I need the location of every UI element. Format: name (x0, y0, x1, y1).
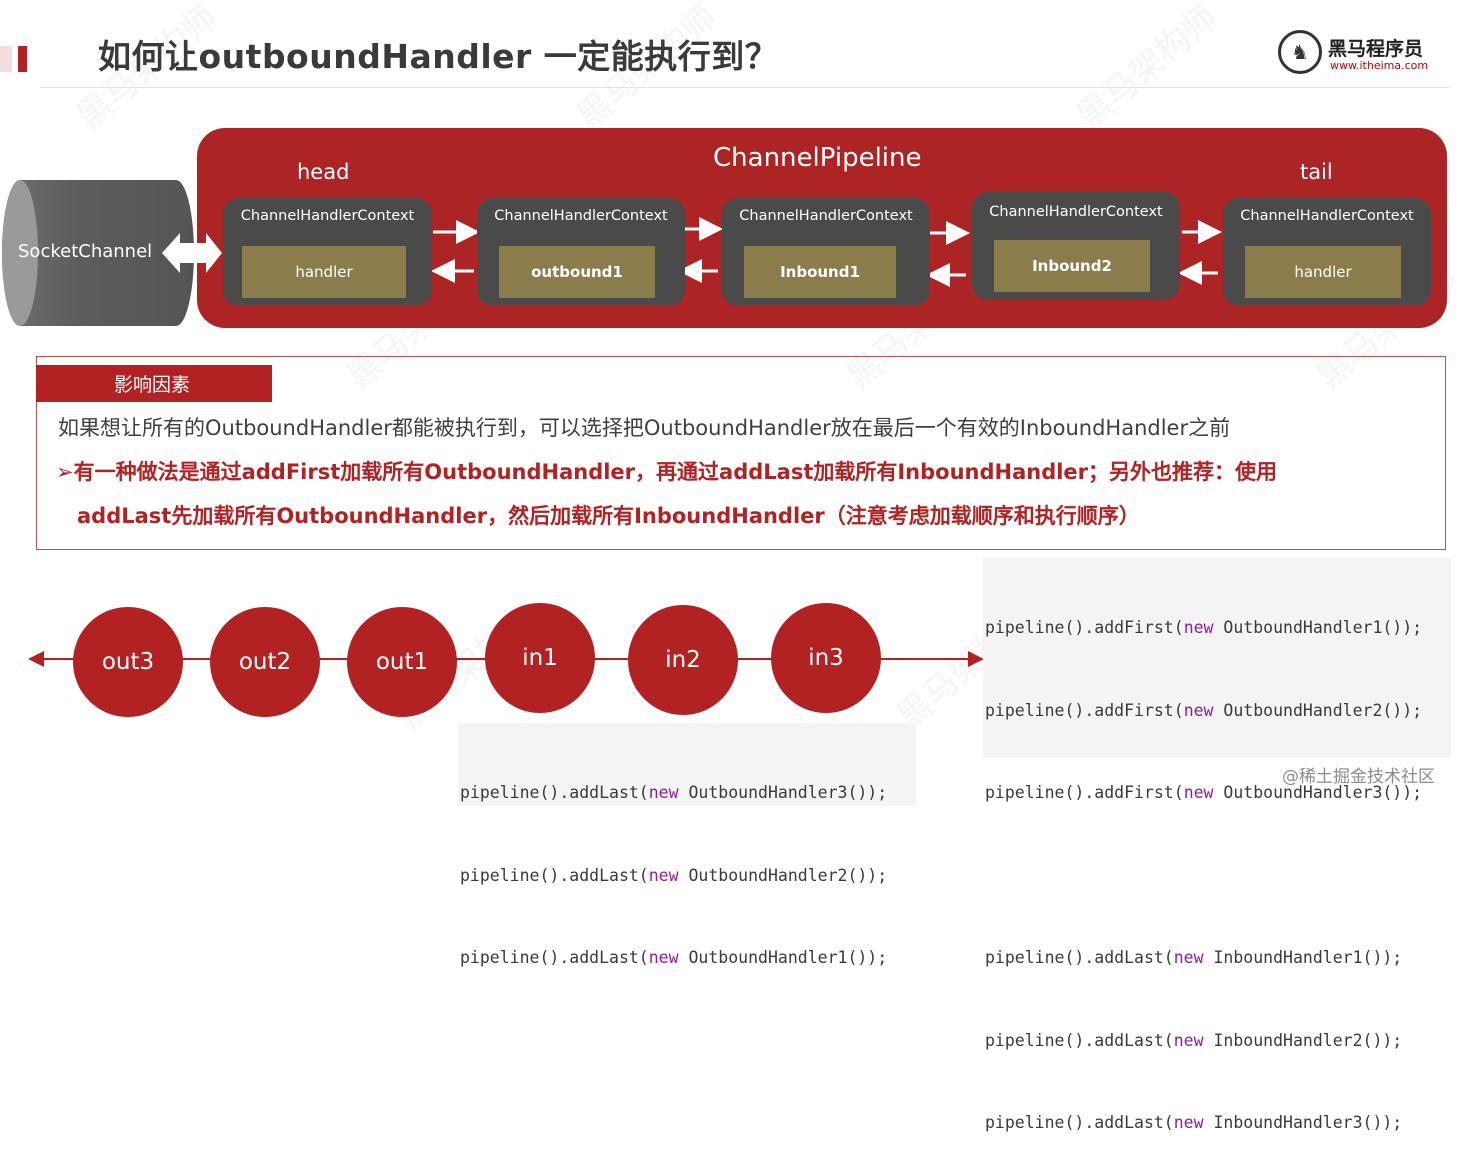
logo-url: www.itheima.com (1330, 59, 1429, 72)
chain-node: in1 (485, 603, 595, 713)
chain-node: out1 (347, 607, 457, 717)
double-arrow-icon (162, 233, 222, 273)
pipeline-arrows (28, 217, 1222, 667)
code-block-addfirst: pipeline().addFirst(new OutboundHandler1… (983, 558, 1451, 1132)
code-block-addlast: pipeline().addLast(new OutboundHandler3(… (458, 723, 916, 967)
handler-box: Inbound2 (994, 240, 1150, 292)
code-keyword: new (648, 948, 679, 967)
code-keyword: new (1183, 618, 1214, 637)
handler-box: handler (1245, 246, 1401, 298)
handler-box: Inbound1 (744, 246, 896, 298)
handler-box: handler (242, 246, 406, 298)
chain-node: out3 (73, 607, 183, 717)
code-text: OutboundHandler2()); (678, 865, 888, 885)
code-text: InboundHandler2()); (1203, 1030, 1403, 1050)
chain-node: out2 (210, 607, 320, 717)
context-inbound2: ChannelHandlerContext Inbound2 (972, 192, 1180, 300)
context-label: ChannelHandlerContext (494, 208, 668, 224)
code-line: pipeline().addFirst(new OutboundHandler1… (985, 614, 1451, 642)
socket-channel-cylinder (2, 180, 194, 326)
factor-recommendation-line: ➢有一种做法是通过addFirst加载所有OutboundHandler，再通过… (56, 460, 1278, 484)
code-line: pipeline().addLast(new InboundHandler1()… (985, 944, 1451, 972)
head-label: head (297, 160, 350, 184)
code-keyword: new (648, 865, 679, 885)
title-decoration (0, 46, 12, 72)
code-text: OutboundHandler1()); (678, 948, 888, 967)
pipeline-title: ChannelPipeline (713, 143, 922, 173)
socket-channel-label: SocketChannel (18, 241, 153, 262)
context-inbound1: ChannelHandlerContext Inbound1 (722, 198, 930, 306)
chain-node: in3 (771, 603, 881, 713)
code-text: pipeline().addFirst( (985, 618, 1184, 637)
code-text: pipeline().addFirst( (985, 783, 1184, 802)
code-text: InboundHandler1()); (1203, 948, 1403, 967)
context-outbound1: ChannelHandlerContext outbound1 (477, 198, 685, 306)
code-line: pipeline().addFirst(new OutboundHandler2… (985, 697, 1451, 725)
handler-box: outbound1 (499, 246, 655, 298)
title-divider (40, 87, 1450, 88)
factors-box (36, 356, 1446, 550)
code-keyword: new (648, 783, 679, 802)
chain-node: in2 (628, 605, 738, 715)
context-label: ChannelHandlerContext (240, 208, 415, 224)
context-head: ChannelHandlerContext handler (223, 198, 432, 306)
code-keyword: new (1183, 700, 1214, 720)
code-text: OutboundHandler1()); (1213, 618, 1423, 637)
code-text: pipeline().addLast( (460, 783, 649, 802)
code-text: OutboundHandler2()); (1213, 700, 1423, 720)
context-label: ChannelHandlerContext (739, 208, 913, 224)
code-line: pipeline().addLast(new InboundHandler2()… (985, 1027, 1451, 1055)
code-line (985, 862, 1451, 890)
code-text: InboundHandler3()); (1203, 1113, 1403, 1132)
brand-logo: ♞ 黑马程序员 www.itheima.com (1278, 30, 1448, 76)
code-keyword: new (1183, 783, 1214, 802)
cylinder-cap (2, 180, 38, 326)
code-text: pipeline().addLast( (985, 1030, 1174, 1050)
context-label: ChannelHandlerContext (1240, 208, 1414, 224)
code-text: pipeline().addFirst( (985, 700, 1184, 720)
context-tail: ChannelHandlerContext handler (1223, 198, 1431, 306)
logo-name: 黑马程序员 (1328, 38, 1424, 60)
factors-tab: 影响因素 (36, 365, 272, 402)
code-text: pipeline().addLast( (985, 948, 1174, 967)
code-text: OutboundHandler3()); (678, 783, 888, 802)
code-line: pipeline().addFirst(new OutboundHandler3… (985, 779, 1451, 807)
code-keyword: new (1173, 948, 1204, 967)
code-text: pipeline().addLast( (985, 1113, 1174, 1132)
code-text: pipeline().addLast( (460, 865, 649, 885)
code-line: pipeline().addLast(new OutboundHandler2(… (460, 862, 916, 890)
factor-text-line: 如果想让所有的OutboundHandler都能被执行到，可以选择把Outbou… (58, 416, 1231, 440)
code-line: pipeline().addLast(new OutboundHandler3(… (460, 779, 916, 807)
code-keyword: new (1173, 1113, 1204, 1132)
factor-recommendation-line: addLast先加载所有OutboundHandler，然后加载所有Inboun… (77, 504, 1140, 528)
horse-logo-icon: ♞ (1278, 30, 1322, 74)
title-accent-bar (18, 46, 27, 72)
context-label: ChannelHandlerContext (989, 204, 1163, 220)
code-keyword: new (1173, 1030, 1204, 1050)
code-text: pipeline().addLast( (460, 948, 649, 967)
code-line: pipeline().addLast(new OutboundHandler1(… (460, 944, 916, 972)
page-title: 如何让outboundHandler 一定能执行到？ (98, 37, 779, 76)
footer-watermark: @稀土掘金技术社区 (1282, 767, 1435, 787)
code-text: OutboundHandler3()); (1213, 783, 1423, 802)
tail-label: tail (1300, 160, 1333, 184)
code-line: pipeline().addLast(new InboundHandler3()… (985, 1109, 1451, 1137)
